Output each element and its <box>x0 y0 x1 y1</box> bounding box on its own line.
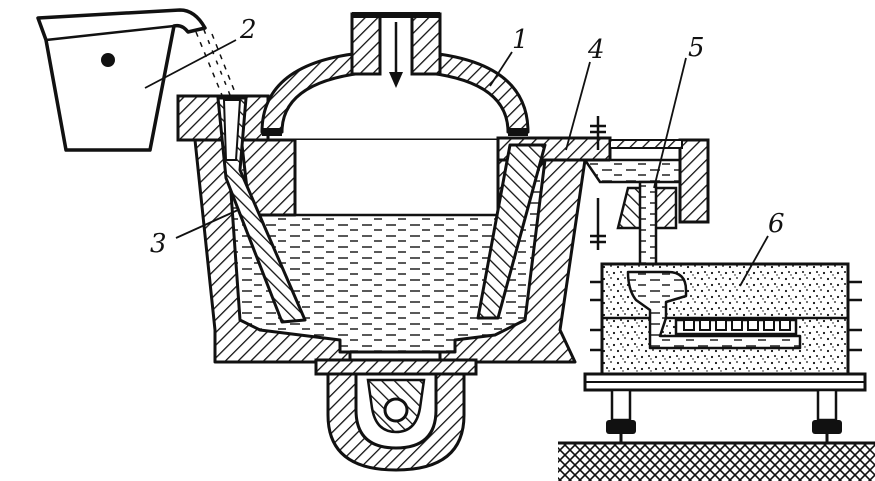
delivery-channel <box>582 116 710 250</box>
nozzle-stopper <box>616 180 678 274</box>
gas-inlet-pipe <box>350 12 442 88</box>
crucible-shell <box>176 96 612 364</box>
callout-4: 4 <box>587 35 605 65</box>
feed-tube <box>216 96 307 324</box>
ground-floor <box>558 441 875 481</box>
callout-2: 2 <box>239 15 257 45</box>
callout-3: 3 <box>150 229 167 259</box>
callout-1: 1 <box>512 25 529 55</box>
casting-cavity <box>674 318 798 336</box>
pouring-ladle <box>36 8 207 152</box>
trunnion-pin <box>383 397 409 423</box>
callout-6: 6 <box>768 209 785 239</box>
trunnion-support <box>314 358 478 472</box>
down-arrow-icon <box>389 72 403 88</box>
inner-partition <box>476 143 547 320</box>
sand-mould <box>590 262 862 376</box>
mould-cart <box>583 372 867 443</box>
callout-leaders <box>144 39 769 287</box>
metal-stream <box>195 29 239 101</box>
ladle-pivot-dot <box>101 53 115 67</box>
callout-5: 5 <box>688 33 705 63</box>
